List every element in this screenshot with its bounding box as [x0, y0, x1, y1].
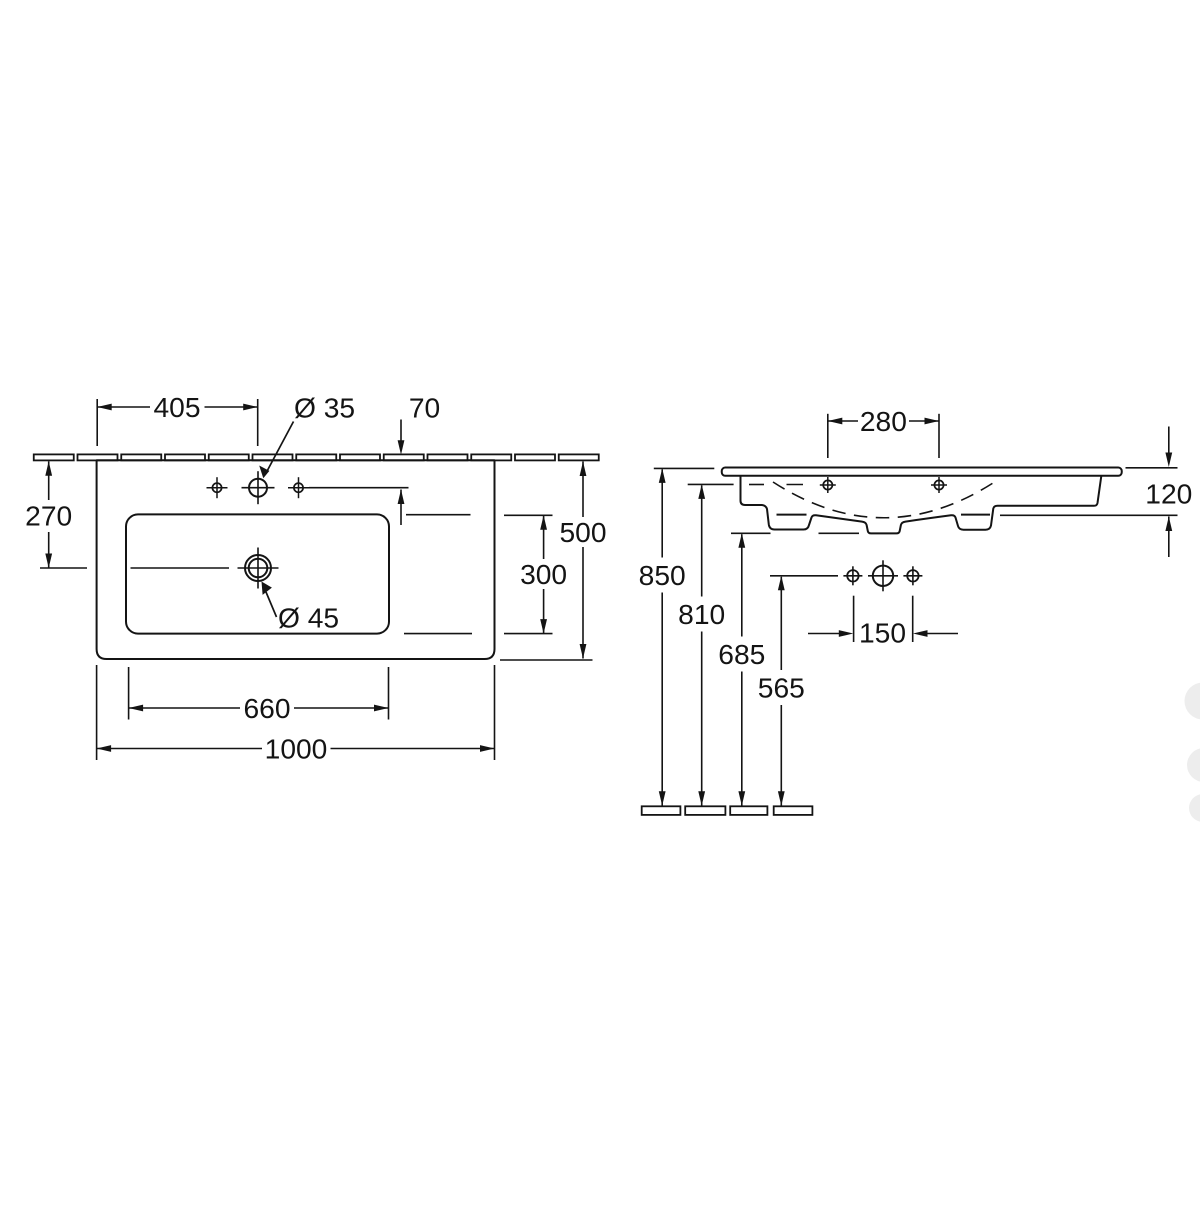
svg-text:Ø 35: Ø 35 [294, 392, 355, 424]
svg-text:280: 280 [860, 405, 907, 437]
svg-text:850: 850 [639, 559, 686, 591]
svg-text:685: 685 [718, 638, 765, 670]
svg-text:150: 150 [859, 617, 906, 649]
svg-text:Ø 45: Ø 45 [278, 602, 339, 634]
svg-text:270: 270 [25, 500, 72, 532]
svg-text:565: 565 [758, 672, 805, 704]
svg-text:70: 70 [409, 392, 440, 424]
svg-text:1000: 1000 [265, 733, 328, 765]
svg-text:810: 810 [678, 598, 725, 630]
svg-text:300: 300 [520, 558, 567, 590]
svg-text:405: 405 [153, 391, 200, 423]
svg-text:660: 660 [243, 692, 290, 724]
svg-text:500: 500 [559, 516, 606, 548]
svg-text:120: 120 [1145, 478, 1192, 510]
